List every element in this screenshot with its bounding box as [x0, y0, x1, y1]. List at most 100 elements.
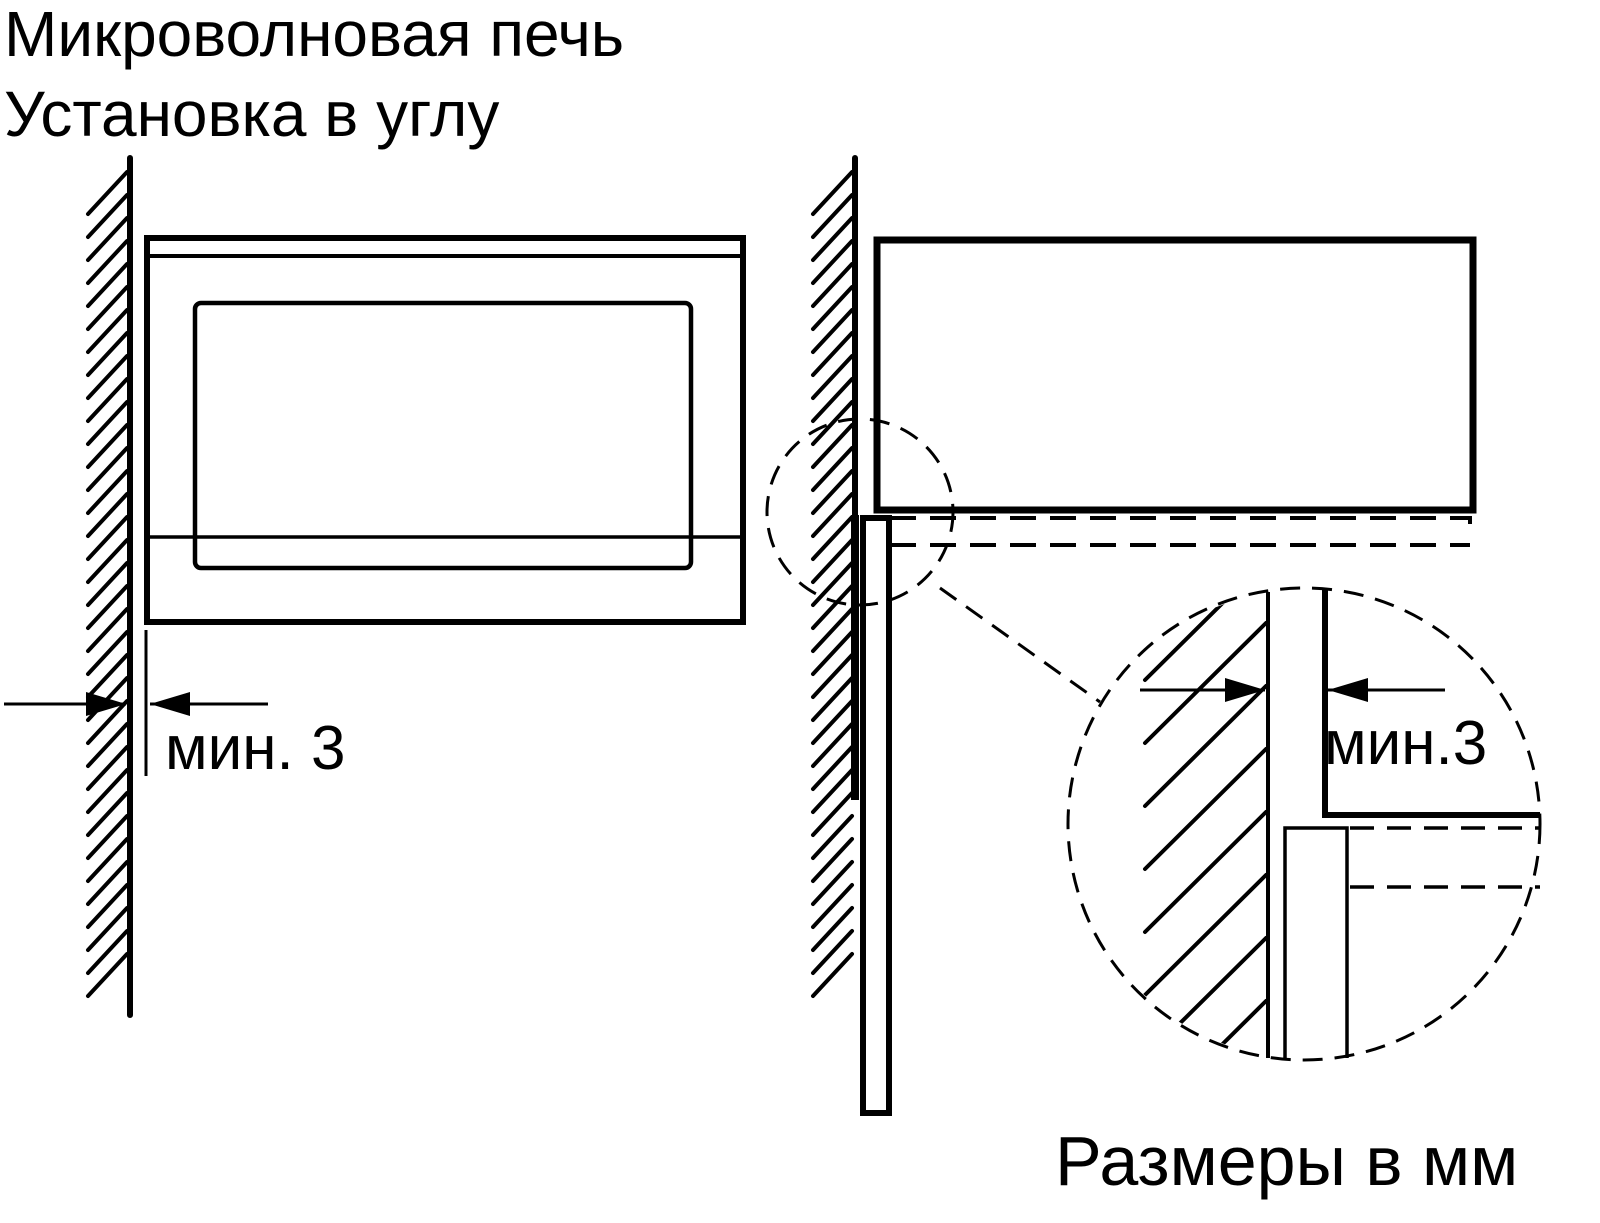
- door-outline-dashed: [890, 516, 1472, 547]
- hatch-line: [811, 929, 854, 975]
- hatch-line: [811, 193, 854, 239]
- left-clearance-label: мин. 3: [165, 714, 346, 783]
- detail-magnified-circle: [1066, 586, 1542, 1062]
- hatch-line: [811, 837, 854, 883]
- hatch-line: [811, 561, 854, 607]
- hatch-line: [86, 814, 129, 860]
- hatch-line: [1143, 684, 1268, 808]
- hatch-line: [86, 653, 129, 699]
- hatch-line: [86, 630, 129, 676]
- hatch-line: [811, 699, 854, 745]
- hatch-line: [86, 377, 129, 423]
- detail-side-panel: [1283, 826, 1349, 1058]
- hatch-line: [1143, 747, 1268, 871]
- hatch-line: [86, 676, 129, 722]
- detail-wall: [1143, 590, 1270, 1058]
- hatch-line: [86, 768, 129, 814]
- hatch-line: [86, 860, 129, 906]
- hatch-line: [811, 400, 854, 446]
- hatch-line: [86, 262, 129, 308]
- detail-marker-circle: [765, 417, 955, 607]
- detail-microwave-corner: [1322, 590, 1540, 818]
- hatch-line: [811, 952, 854, 998]
- detail-callout: [765, 417, 1542, 1062]
- hatch-line: [1143, 810, 1268, 934]
- left-wall: [86, 155, 133, 1018]
- microwave-top-view: [873, 236, 1477, 514]
- hatch-line: [86, 906, 129, 952]
- hatch-line: [811, 745, 854, 791]
- detail-clearance-label: мин.3: [1324, 709, 1488, 778]
- hatch-line: [1143, 873, 1268, 997]
- hatch-line: [811, 262, 854, 308]
- hatch-line: [86, 492, 129, 538]
- hatch-line: [811, 768, 854, 814]
- hatch-line: [811, 538, 854, 584]
- hatch-line: [86, 354, 129, 400]
- hatch-line: [811, 492, 854, 538]
- hatch-line: [86, 584, 129, 630]
- hatch-line: [811, 423, 854, 469]
- hatch-line: [811, 239, 854, 285]
- hatch-line: [811, 377, 854, 423]
- hatch-line: [811, 216, 854, 262]
- hatch-line: [86, 607, 129, 653]
- cabinet-side-panel: [860, 515, 892, 1116]
- hatch-line: [86, 745, 129, 791]
- hatch-line: [86, 285, 129, 331]
- hatch-line: [811, 906, 854, 952]
- hatch-line: [811, 469, 854, 515]
- hatch-line: [86, 929, 129, 975]
- hatch-line: [86, 423, 129, 469]
- hatch-line: [86, 515, 129, 561]
- title-line-1: Микроволновая печь: [4, 0, 625, 70]
- hatch-line: [811, 607, 854, 653]
- hatch-line: [86, 837, 129, 883]
- hatch-line: [811, 354, 854, 400]
- hatch-line: [1143, 999, 1268, 1058]
- hatch-line: [811, 630, 854, 676]
- hatch-line: [86, 952, 129, 998]
- wall-hatching: [811, 170, 854, 998]
- hatch-line: [86, 331, 129, 377]
- microwave-door-window: [192, 300, 694, 571]
- right-wall: [811, 155, 859, 998]
- hatch-line: [86, 538, 129, 584]
- hatch-line: [811, 722, 854, 768]
- hatch-line: [86, 239, 129, 285]
- hatch-line: [86, 699, 129, 745]
- detail-door-dashed: [1350, 826, 1540, 889]
- title-line-2: Установка в углу: [4, 78, 500, 150]
- hatch-line: [86, 170, 129, 216]
- wall-hatching: [86, 170, 129, 998]
- hatch-line: [811, 814, 854, 860]
- hatch-line: [811, 170, 854, 216]
- hatch-line: [811, 791, 854, 837]
- microwave-front: [144, 235, 746, 625]
- hatch-line: [86, 216, 129, 262]
- hatch-line: [811, 331, 854, 377]
- left-clearance-dimension: [4, 630, 268, 776]
- hatch-line: [1143, 590, 1268, 682]
- hatch-line: [1143, 936, 1268, 1058]
- hatch-line: [811, 446, 854, 492]
- hatch-line: [86, 469, 129, 515]
- hatch-line: [1143, 621, 1268, 745]
- hatch-line: [86, 561, 129, 607]
- hatch-line: [86, 193, 129, 239]
- hatch-line: [86, 883, 129, 929]
- hatch-line: [86, 400, 129, 446]
- callout-leader-line: [939, 586, 1101, 704]
- hatch-line: [86, 308, 129, 354]
- hatch-line: [811, 883, 854, 929]
- hatch-line: [811, 515, 854, 561]
- units-note: Размеры в мм: [1055, 1122, 1519, 1200]
- hatch-line: [811, 653, 854, 699]
- hatch-line: [811, 285, 854, 331]
- hatch-line: [86, 446, 129, 492]
- hatch-line: [811, 584, 854, 630]
- hatch-line: [86, 722, 129, 768]
- hatch-line: [811, 860, 854, 906]
- hatch-line: [811, 676, 854, 722]
